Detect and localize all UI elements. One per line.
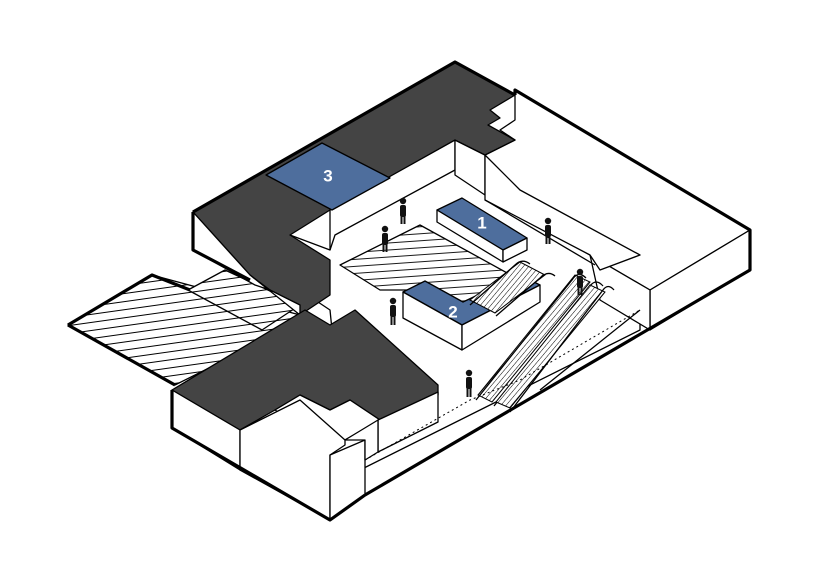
- lower-outline: [170, 390, 366, 522]
- top-outline: [192, 60, 516, 214]
- zone-2-label: 2: [448, 302, 457, 321]
- zone-3-label: 3: [323, 166, 332, 185]
- zone-3-area[interactable]: [265, 142, 391, 211]
- terrace-edge: [67, 273, 191, 327]
- person-icon: [465, 369, 473, 397]
- dotted-path: [364, 309, 641, 461]
- lower-block-front-2: [239, 399, 346, 521]
- person-icon: [399, 197, 407, 224]
- person-icon: [389, 297, 397, 325]
- atrium-wall-edge: [484, 199, 596, 266]
- terrace-edge-front: [67, 323, 176, 387]
- escalator-upper: [469, 260, 556, 317]
- zone-1-side: [502, 237, 528, 263]
- person-icon: [381, 225, 389, 252]
- person-icon: [576, 268, 584, 295]
- right-outline: [364, 88, 752, 497]
- lower-block-step: [344, 419, 379, 461]
- upper-left-edge: [191, 212, 251, 282]
- escalator-lower-right: [495, 284, 641, 413]
- zone-1-label: 1: [477, 213, 486, 232]
- person-icon: [544, 217, 552, 244]
